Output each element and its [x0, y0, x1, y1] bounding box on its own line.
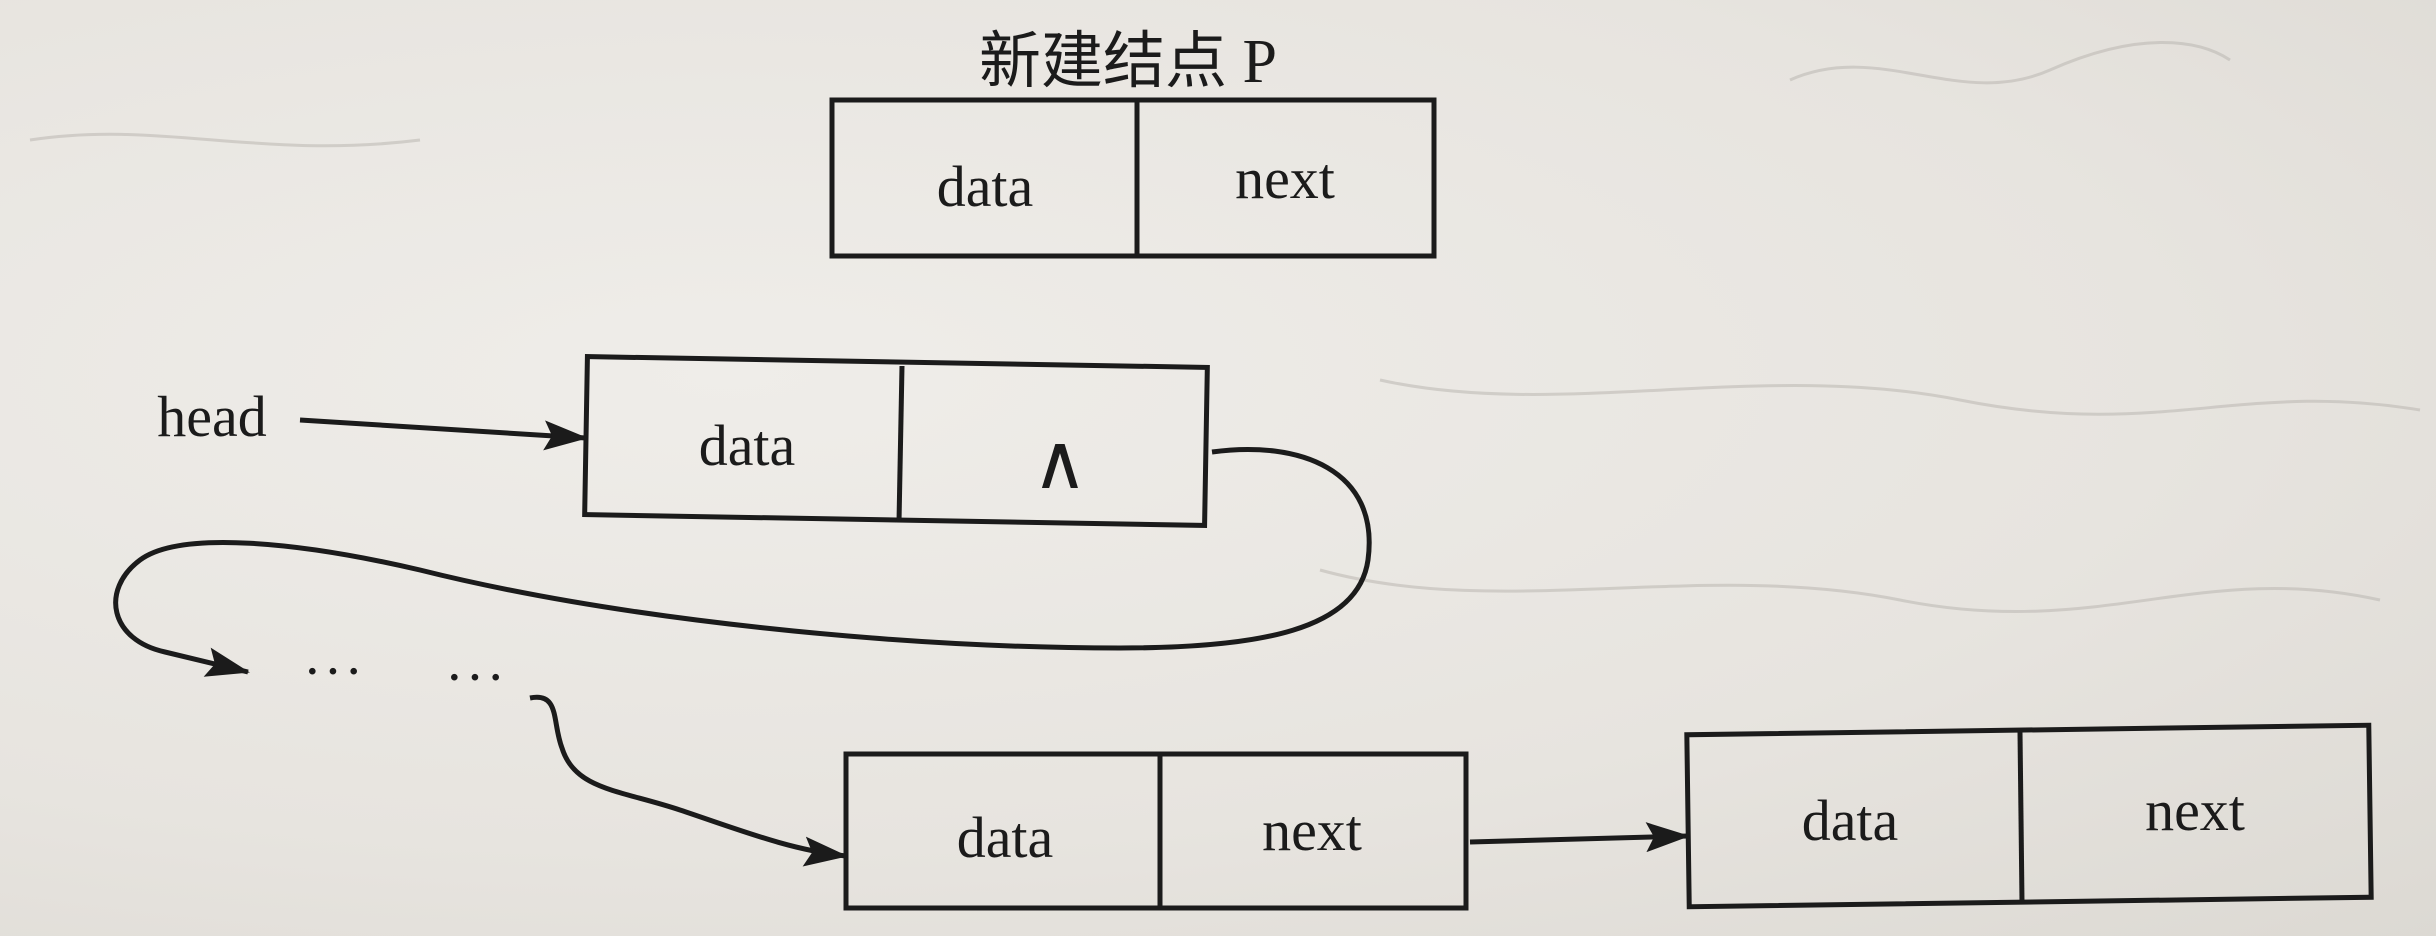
middle-node-box — [843, 751, 1469, 911]
head-label: head — [157, 384, 267, 449]
ellipsis-right: ··· — [445, 647, 507, 709]
head-node-data-field: data — [699, 413, 796, 478]
new-node-p: 新建结点 P data next — [829, 28, 1437, 259]
last-node-next-field: next — [2145, 778, 2245, 843]
head-node-null-symbol: ∧ — [1032, 417, 1088, 506]
middle-node: data next — [843, 751, 1469, 911]
head-node-box — [582, 354, 1210, 528]
ellipsis-left: ··· — [303, 641, 365, 703]
middle-to-last-arrow — [1469, 822, 1690, 853]
head-node: data ∧ — [582, 354, 1210, 528]
last-node-divider — [2017, 731, 2025, 903]
last-node-box — [1684, 722, 2374, 910]
head-to-ellipsis-link — [113, 447, 1372, 677]
new-node-title: 新建结点 P — [979, 28, 1277, 96]
head-pointer-arrow — [299, 417, 588, 451]
middle-node-next-field: next — [1262, 798, 1362, 863]
middle-node-data-field: data — [957, 805, 1054, 870]
head-node-divider — [896, 365, 905, 523]
new-node-data-field: data — [937, 154, 1034, 219]
new-node-next-field: next — [1235, 146, 1335, 211]
last-node-data-field: data — [1802, 788, 1899, 853]
ellipsis-to-middle-link — [529, 694, 848, 867]
bleed-through-background — [29, 41, 2421, 614]
new-node-box — [829, 97, 1437, 259]
last-node: data next — [1684, 722, 2374, 910]
